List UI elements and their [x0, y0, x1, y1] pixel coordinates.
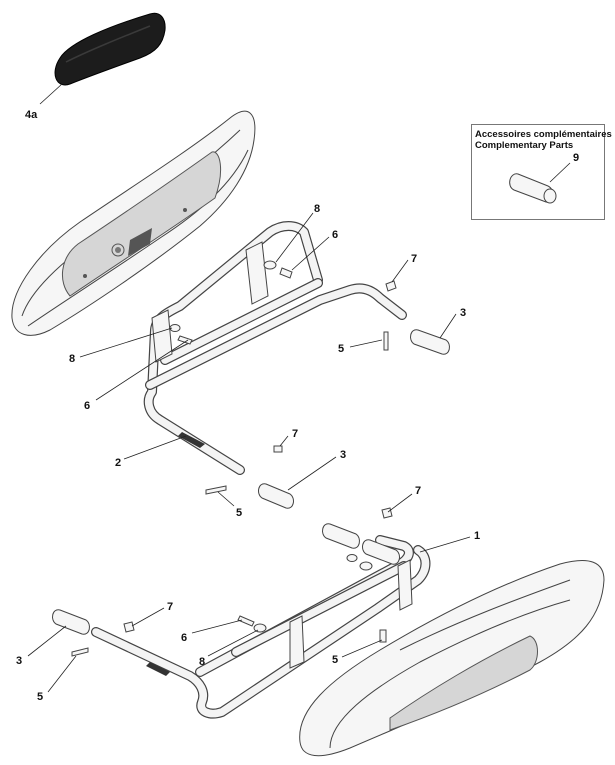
part-2-upper-frame	[143, 221, 407, 475]
callout-5-lower-right: 5	[332, 654, 338, 666]
lower-side-pad	[299, 560, 605, 757]
callout-6-upper: 6	[332, 229, 338, 241]
callout-8-lower: 8	[199, 656, 205, 668]
callout-5-middle: 5	[236, 507, 242, 519]
callout-9: 9	[573, 152, 579, 164]
callout-3-middle: 3	[340, 449, 346, 461]
callout-5-lower-left: 5	[37, 691, 43, 703]
part-9-end-cap	[509, 173, 557, 204]
part-4a-pad-cover	[54, 12, 166, 86]
lower-small-parts	[52, 507, 400, 657]
callout-labels: 4a 8 6 7 3 5 8 6 2 7 3 5 7 1 7 6 8 5 3 5…	[16, 109, 579, 703]
callout-3-lower: 3	[16, 655, 22, 667]
callout-6-lower: 6	[181, 632, 187, 644]
callout-7-lower: 7	[167, 601, 173, 613]
callout-2: 2	[115, 457, 121, 469]
complementary-parts-box: Accessoires complémentaires Complementar…	[471, 124, 612, 220]
callout-8-upper: 8	[314, 203, 320, 215]
callout-1: 1	[474, 530, 480, 542]
upper-side-pad	[11, 110, 256, 336]
callout-7-right: 7	[415, 485, 421, 497]
callout-8-left: 8	[69, 353, 75, 365]
part-1-lower-frame	[91, 535, 431, 719]
callout-6-left: 6	[84, 400, 90, 412]
callout-7-middle: 7	[292, 428, 298, 440]
callout-5-upper: 5	[338, 343, 344, 355]
callout-7-upper: 7	[411, 253, 417, 265]
complementary-parts-title-fr: Accessoires complémentaires	[475, 129, 612, 140]
callout-3-upper: 3	[460, 307, 466, 319]
callout-4a: 4a	[25, 109, 38, 121]
complementary-parts-title-en: Complementary Parts	[475, 140, 574, 151]
leader-lines	[27, 83, 571, 693]
upper-small-parts	[169, 260, 450, 509]
